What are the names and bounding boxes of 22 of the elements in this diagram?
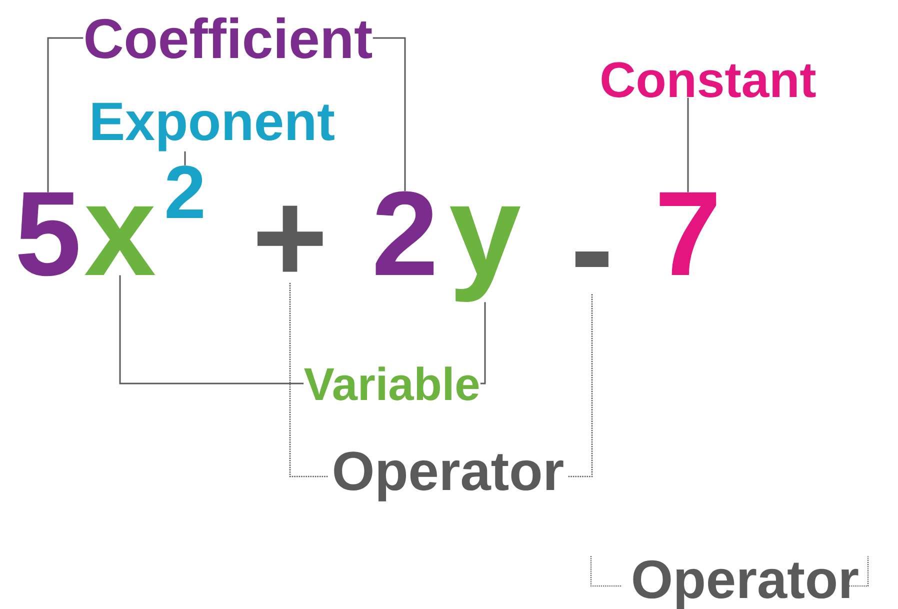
term-label: Exponent [92, 102, 334, 152]
operator-sign: + [258, 206, 323, 272]
leader-line [687, 98, 689, 192]
leader-line [184, 151, 186, 166]
term-label: Constant [602, 62, 816, 98]
leader-line [372, 37, 406, 191]
term-label: Coefficient [86, 17, 372, 59]
coefficient-digit: 5 [18, 192, 78, 276]
variable-letter: y [450, 206, 520, 302]
term-label: Operator [633, 560, 858, 609]
leader-line [119, 275, 304, 384]
coefficient-digit: 2 [376, 191, 434, 275]
leader-line [47, 37, 84, 192]
leader-line [480, 302, 486, 384]
term-label: Operator [334, 452, 564, 502]
leader-line [568, 293, 593, 478]
exponent-digit: 2 [166, 166, 203, 218]
variable-letter: x [84, 206, 156, 275]
operator-sign: - [575, 252, 608, 268]
leader-line [289, 282, 328, 478]
term-label: Variable [304, 366, 479, 400]
constant-digit: 7 [660, 192, 716, 275]
